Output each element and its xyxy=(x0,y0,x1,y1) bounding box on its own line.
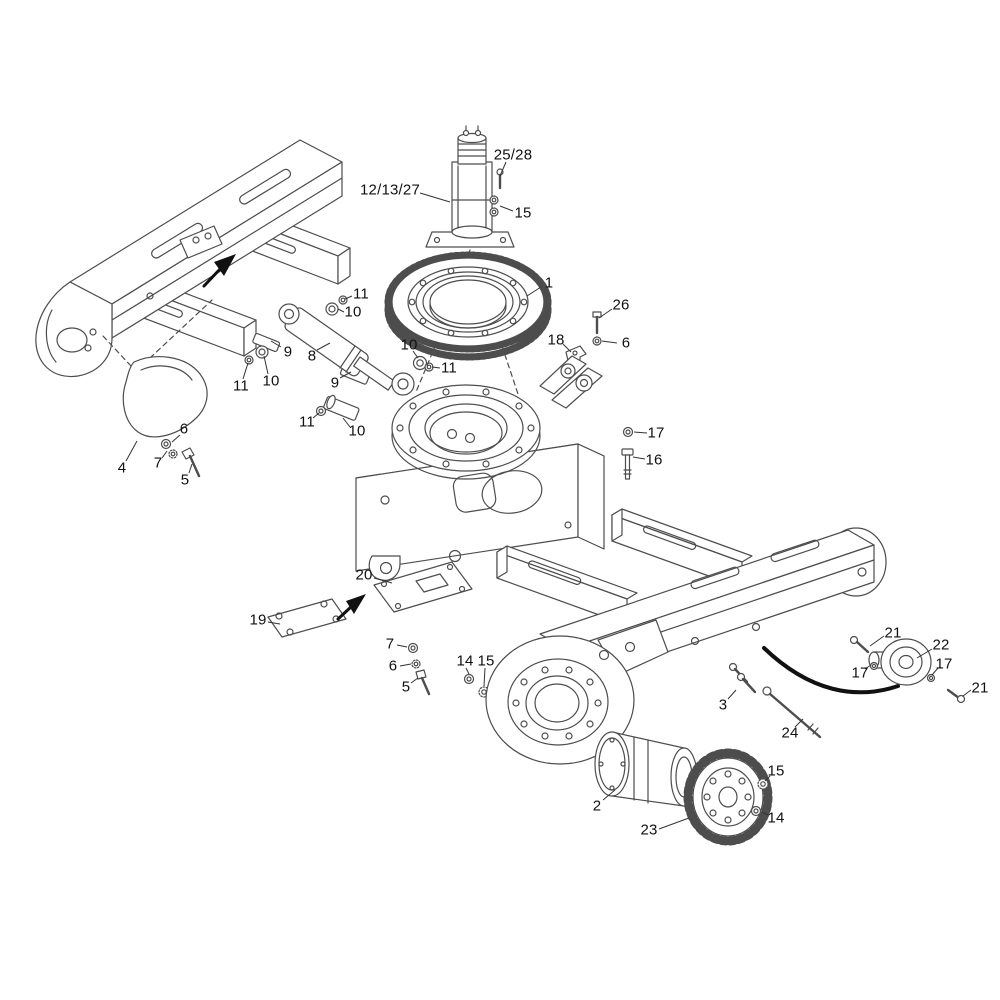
fastener-set-mid-5-6-7 xyxy=(407,642,431,696)
part-callout-2: 2 xyxy=(592,797,602,815)
part-callout-10: 10 xyxy=(344,303,362,321)
direction-arrow-upper xyxy=(202,254,236,288)
fasteners-21-17 xyxy=(849,635,966,704)
part-callout-17: 17 xyxy=(851,664,869,682)
upper-track-frame xyxy=(35,139,351,378)
bolt-set-3 xyxy=(728,662,757,694)
part-callout-23: 23 xyxy=(640,821,658,839)
part-callout-10: 10 xyxy=(400,336,418,354)
part-callout-18: 18 xyxy=(547,331,565,349)
sprocket-23 xyxy=(683,748,773,846)
fastener-set-left-5-6-7 xyxy=(160,438,201,478)
hydraulic-cylinder-8 xyxy=(278,303,434,396)
part-callout-9: 9 xyxy=(330,374,340,392)
swing-motor-12-13-27 xyxy=(425,125,515,248)
direction-arrow-lower xyxy=(336,594,366,621)
part-callout-17: 17 xyxy=(647,424,665,442)
part-callout-5: 5 xyxy=(180,471,190,489)
part-callout-26: 26 xyxy=(612,296,630,314)
part-callout-7: 7 xyxy=(385,635,395,653)
part-callout-24: 24 xyxy=(781,724,799,742)
part-callout-1: 1 xyxy=(544,274,554,292)
part-callout-11: 11 xyxy=(353,285,369,303)
part-callout-4: 4 xyxy=(117,459,127,477)
part-callout-21: 21 xyxy=(884,624,902,642)
part-callout-15: 15 xyxy=(514,204,532,222)
part-callout-14: 14 xyxy=(456,652,474,670)
part-callout-11: 11 xyxy=(299,413,315,431)
part-callout-25-28: 25/28 xyxy=(493,146,533,164)
part-callout-15: 15 xyxy=(477,652,495,670)
part-callout-10: 10 xyxy=(262,372,280,390)
part-callout-11: 11 xyxy=(441,359,457,377)
part-callout-5: 5 xyxy=(401,678,411,696)
part-callout-6: 6 xyxy=(621,334,631,352)
part-callout-22: 22 xyxy=(932,636,950,654)
part-callout-6: 6 xyxy=(179,420,189,438)
part-callout-9: 9 xyxy=(283,343,293,361)
washers-14-15-right xyxy=(750,778,769,817)
slew-ring-1 xyxy=(384,249,552,395)
part-callout-3: 3 xyxy=(718,696,728,714)
part-callout-21: 21 xyxy=(971,679,989,697)
part-callout-7: 7 xyxy=(153,454,163,472)
part-callout-15: 15 xyxy=(767,762,785,780)
washer-17-bolt-16 xyxy=(621,426,634,480)
part-callout-8: 8 xyxy=(307,347,317,365)
part-callout-10: 10 xyxy=(348,422,366,440)
part-callout-11: 11 xyxy=(233,377,249,395)
part-callout-17: 17 xyxy=(935,655,953,673)
part-callout-14: 14 xyxy=(767,809,785,827)
shim-plate-20 xyxy=(373,561,473,613)
lower-track-frame xyxy=(485,508,887,765)
part-callout-6: 6 xyxy=(388,657,398,675)
part-callout-20: 20 xyxy=(355,566,373,584)
bolt-24 xyxy=(762,686,822,739)
part-callout-19: 19 xyxy=(249,611,267,629)
turntable-bracket xyxy=(355,355,605,581)
cover-plate-4 xyxy=(102,299,213,438)
part-callout-16: 16 xyxy=(645,451,663,469)
part-callout-12-13-27: 12/13/27 xyxy=(360,181,420,199)
